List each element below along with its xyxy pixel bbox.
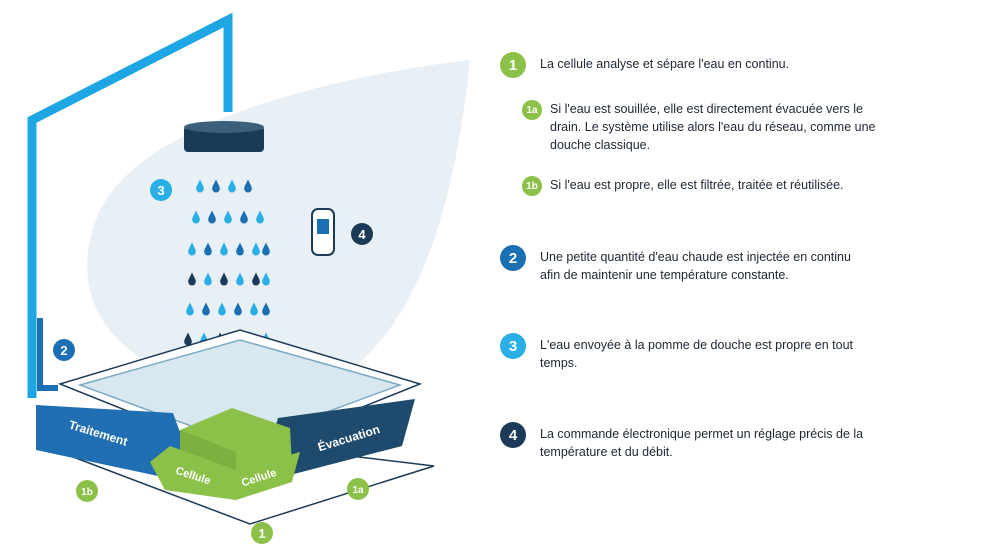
water-drop	[204, 272, 212, 286]
water-pipe	[27, 12, 233, 398]
legend-text-1: La cellule analyse et sépare l'eau en co…	[540, 57, 790, 71]
water-drop	[244, 179, 252, 193]
water-drop	[204, 242, 212, 256]
water-drop	[218, 302, 226, 316]
badge-1-diagram: 1	[251, 522, 273, 544]
legend-text-3: L'eau envoyée à la pomme de douche est p…	[540, 336, 853, 372]
water-drop	[250, 302, 258, 316]
badge-3-diagram: 3	[150, 179, 172, 201]
legend-text-1a: Si l'eau est souillée, elle est directem…	[550, 100, 875, 154]
badge-4: 4	[500, 422, 526, 448]
water-drop	[256, 210, 264, 224]
water-drop	[192, 210, 200, 224]
water-drop	[208, 210, 216, 224]
water-drop	[236, 272, 244, 286]
badge-1b: 1b	[522, 176, 542, 196]
water-drop	[240, 210, 248, 224]
legend-item-3: 3 L'eau envoyée à la pomme de douche est…	[500, 333, 853, 372]
legend-item-4: 4 La commande électronique permet un rég…	[500, 422, 863, 461]
legend-item-1a: 1a Si l'eau est souillée, elle est direc…	[522, 100, 875, 154]
svg-text:4: 4	[358, 227, 366, 242]
legend-text-1a-line-1: Si l'eau est souillée, elle est directem…	[550, 102, 863, 116]
badge-2: 2	[500, 245, 526, 271]
legend-item-1: 1 La cellule analyse et sépare l'eau en …	[500, 52, 789, 78]
svg-text:3: 3	[157, 183, 164, 198]
water-drop	[220, 242, 228, 256]
water-drop	[220, 272, 228, 286]
water-drop	[186, 302, 194, 316]
legend-text-4-line-1: La commande électronique permet un régla…	[540, 427, 864, 441]
svg-text:1: 1	[258, 526, 265, 541]
water-drop	[252, 272, 260, 286]
leaf-background	[87, 60, 471, 400]
badge-4-diagram: 4	[351, 223, 373, 245]
water-drop	[262, 302, 270, 316]
water-drop	[196, 179, 204, 193]
water-drop	[202, 302, 210, 316]
hot-water-pipe	[37, 318, 58, 391]
water-drop	[262, 272, 270, 286]
svg-text:1a: 1a	[352, 485, 364, 496]
cellule-block: Cellule Cellule	[150, 408, 300, 500]
svg-text:2: 2	[60, 343, 67, 358]
legend-text-2-line-2: afin de maintenir une température consta…	[540, 268, 789, 282]
water-drop	[188, 272, 196, 286]
water-drop	[262, 242, 270, 256]
water-drop	[236, 242, 244, 256]
legend-text-2-line-1: Une petite quantité d'eau chaude est inj…	[540, 250, 851, 264]
legend-item-2: 2 Une petite quantité d'eau chaude est i…	[500, 245, 851, 284]
water-drop	[224, 210, 232, 224]
water-drop	[252, 242, 260, 256]
badge-3: 3	[500, 333, 526, 359]
water-drop	[228, 179, 236, 193]
badge-1b-diagram: 1b	[76, 480, 98, 502]
badge-2-diagram: 2	[53, 339, 75, 361]
water-drop	[212, 179, 220, 193]
legend-text-1a-line-3: douche classique.	[550, 138, 651, 152]
legend-text-3-line-1: L'eau envoyée à la pomme de douche est p…	[540, 338, 854, 352]
traitement-band: Traitement	[36, 405, 188, 476]
control-panel-icon	[311, 208, 335, 256]
water-drop	[188, 242, 196, 256]
svg-text:1b: 1b	[81, 487, 93, 498]
legend-text-4-line-2: température et du débit.	[540, 445, 673, 459]
evacuation-band: Évacuation	[268, 399, 415, 475]
legend-text-1a-line-2: drain. Le système utilise alors l'eau du…	[550, 120, 876, 134]
legend-text-3-line-2: temps.	[540, 356, 578, 370]
badge-1: 1	[500, 52, 526, 78]
badge-1a-diagram: 1a	[347, 478, 369, 500]
badge-1a: 1a	[522, 100, 542, 120]
legend-text-2: Une petite quantité d'eau chaude est inj…	[540, 248, 851, 284]
water-drop	[234, 302, 242, 316]
legend-text-1b: Si l'eau est propre, elle est filtrée, t…	[550, 178, 844, 192]
water-drop	[184, 332, 192, 346]
shower-head	[184, 121, 264, 152]
legend-item-1b: 1b Si l'eau est propre, elle est filtrée…	[522, 176, 844, 196]
legend-text-4: La commande électronique permet un régla…	[540, 425, 863, 461]
